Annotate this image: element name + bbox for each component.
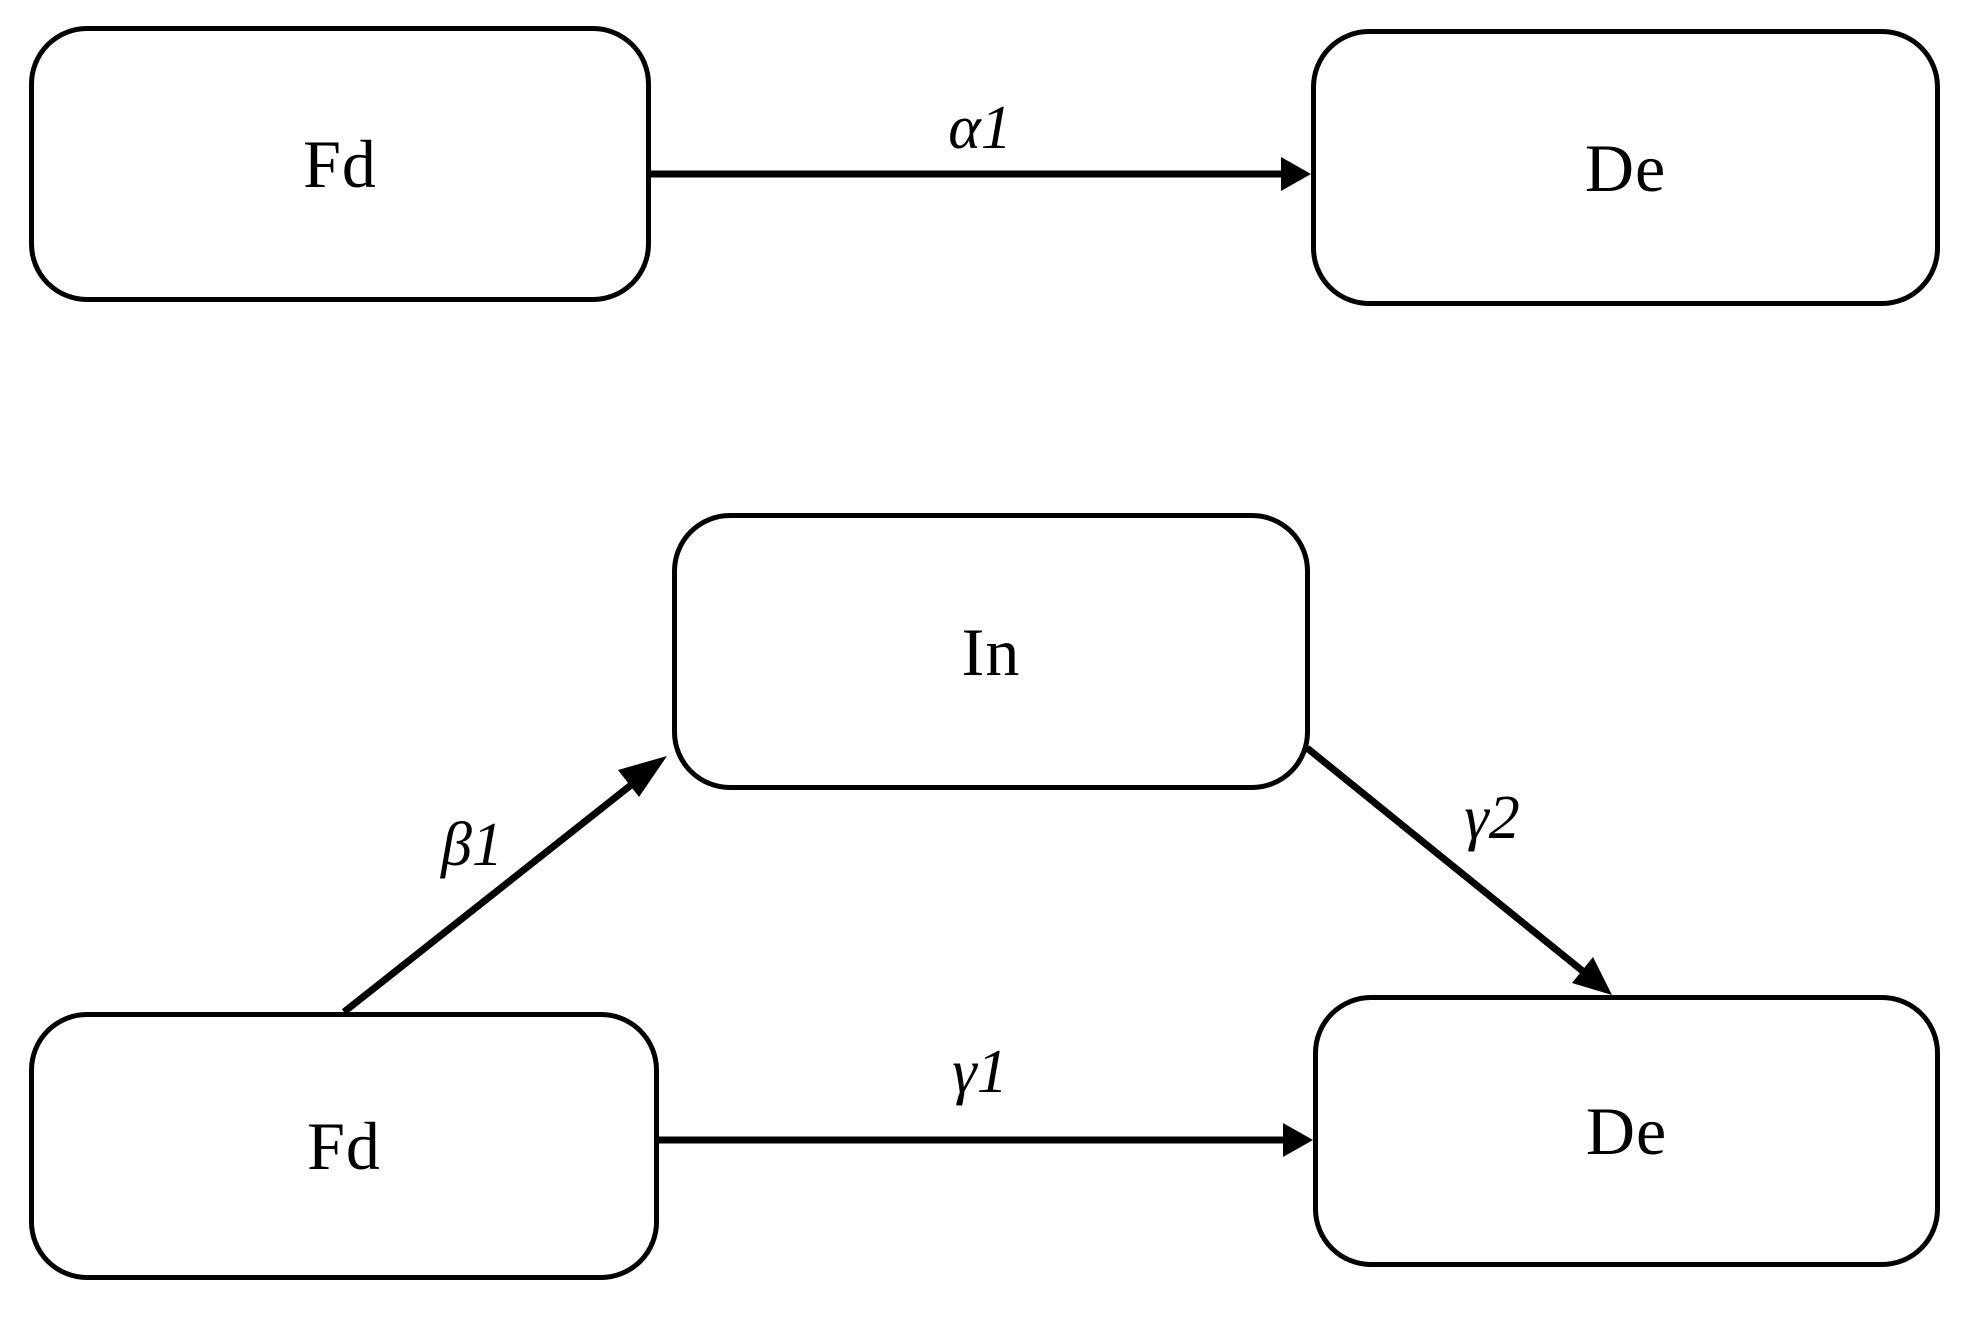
node-in-label: In (961, 613, 1021, 690)
gamma2-arrow (1304, 745, 1612, 995)
node-de-top: De (1311, 29, 1940, 306)
node-fd-bottom: Fd (29, 1012, 659, 1280)
node-de-bottom-label: De (1585, 1093, 1668, 1169)
gamma2-path-label: γ2 (1464, 784, 1520, 852)
beta1-path-label: β1 (441, 811, 503, 879)
gamma1-arrow (659, 1123, 1313, 1157)
node-in-mediator: In (672, 513, 1310, 790)
node-de-bottom: De (1313, 995, 1940, 1267)
alpha1-path-label: α1 (948, 94, 1012, 162)
node-fd-bottom-label: Fd (307, 1108, 381, 1184)
node-de-top-label: De (1584, 129, 1667, 206)
beta1-arrow (341, 756, 667, 1015)
node-fd-top-label: Fd (303, 126, 377, 202)
alpha1-arrow (651, 157, 1311, 191)
node-fd-top: Fd (29, 26, 651, 302)
gamma1-path-label: γ1 (952, 1038, 1008, 1106)
